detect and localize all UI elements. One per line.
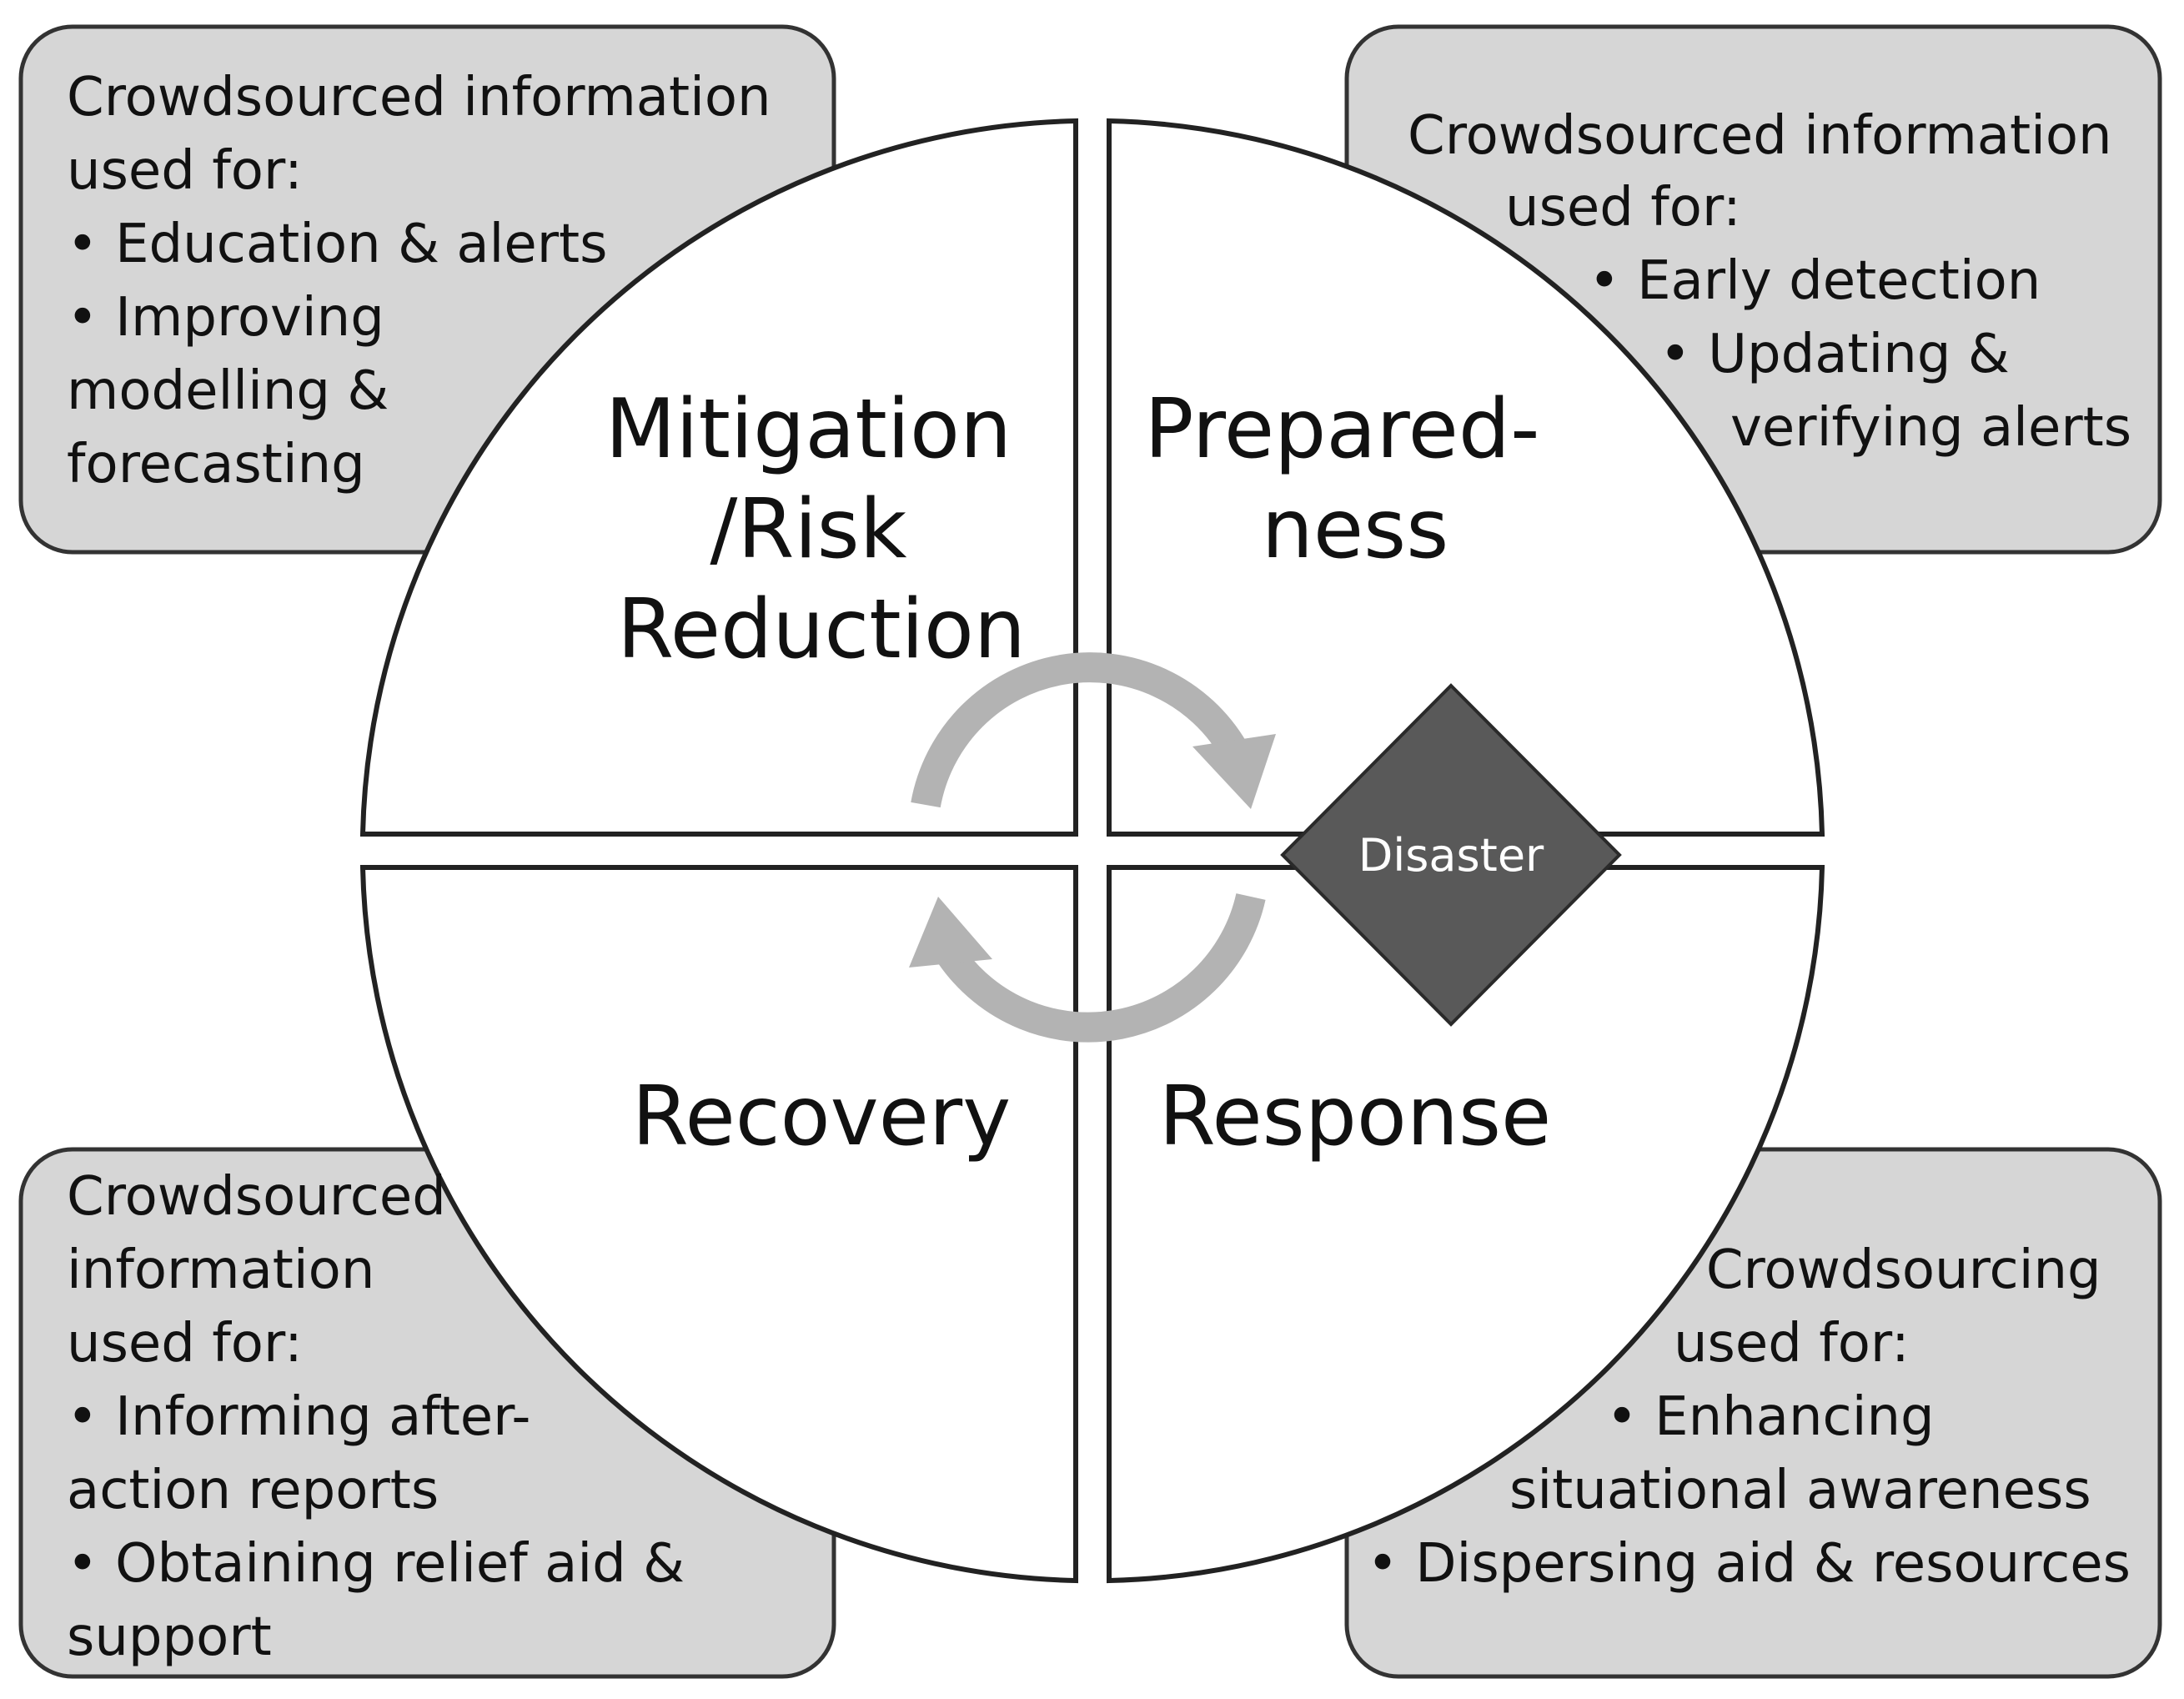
cycle-arrow-top	[911, 652, 1248, 808]
disaster-diamond-icon	[1280, 683, 1622, 1027]
info-text-bottom-right: Crowdsourcing used for: • Enhancing situ…	[1367, 1239, 2131, 1595]
phase-label-recovery: Recovery	[632, 1069, 1011, 1164]
cycle-arrow-top-head	[1192, 734, 1276, 809]
quadrant-preparedness	[1107, 118, 1825, 837]
quadrant-mitigation	[359, 118, 1078, 837]
disaster-label: Disaster	[1358, 829, 1544, 882]
cycle-arrow-bottom-head	[909, 897, 992, 968]
cycle-arrow-bottom	[938, 893, 1266, 1043]
circular-arrows-icon	[909, 652, 1276, 1043]
phase-label-response: Response	[1159, 1069, 1552, 1164]
phase-label-preparedness: Prepared- ness	[1144, 382, 1565, 577]
quadrant-recovery	[359, 865, 1078, 1584]
info-text-bottom-left: Crowdsourced information used for: • Inf…	[67, 1166, 701, 1668]
quadrant-response	[1107, 865, 1825, 1584]
phase-label-mitigation: Mitigation /Risk Reduction	[605, 382, 1038, 677]
info-text-top-left: Crowdsourced information used for: • Edu…	[67, 67, 788, 495]
info-text-top-right: Crowdsourced information used for: • Ear…	[1408, 105, 2131, 459]
